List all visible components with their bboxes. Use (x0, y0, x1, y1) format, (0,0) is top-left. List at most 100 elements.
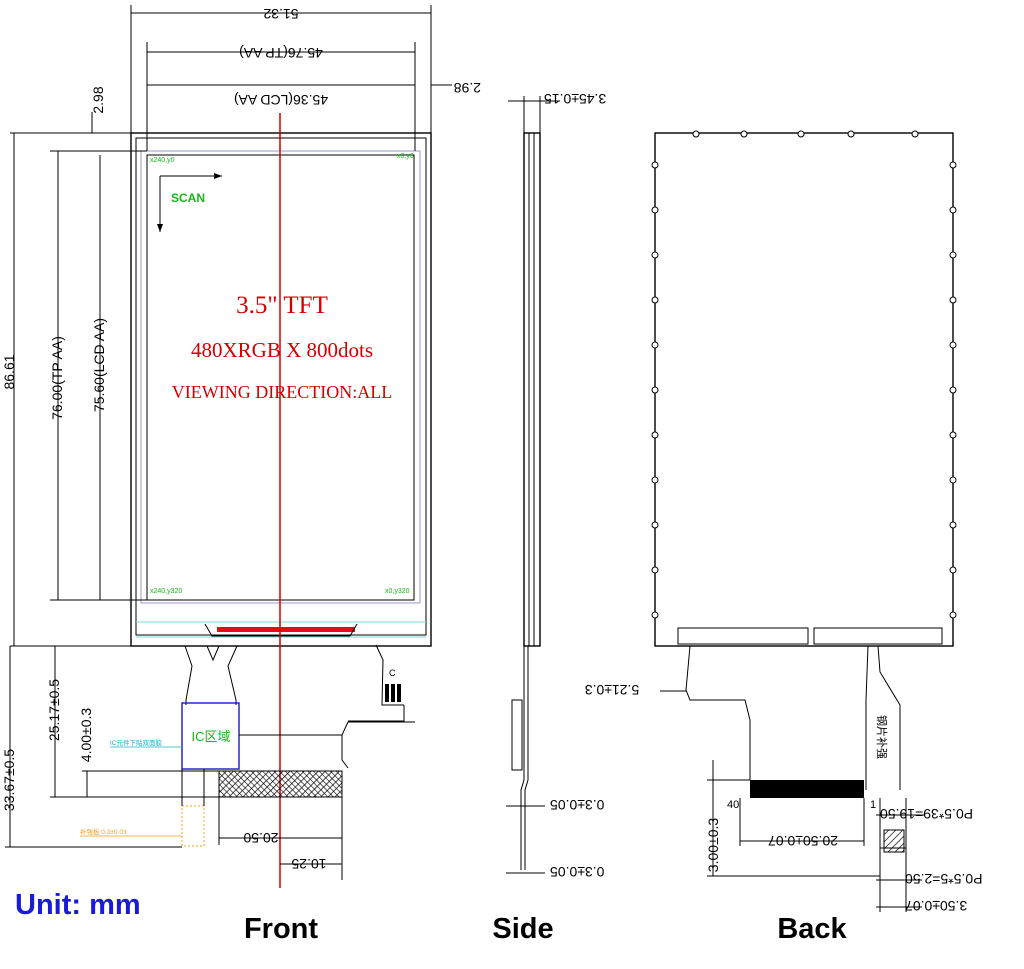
back-tab-mark (949, 296, 957, 304)
back-tab-mark (651, 611, 659, 619)
back-outline (654, 132, 954, 647)
fpc-neck-notch (206, 645, 220, 662)
back-tab-marks (651, 130, 957, 619)
corner-label-br: x0,y320 (385, 588, 410, 595)
dim-fpc-offset: 10.25 (291, 856, 326, 872)
back-tab-mark (949, 611, 957, 619)
front-outline (130, 132, 432, 647)
stiffener-box (181, 805, 205, 847)
back-connector-right (813, 627, 943, 645)
back-dim-tail-height: 3.00±0.3 (705, 818, 721, 873)
corner-label-tl: x240,y0 (150, 157, 175, 164)
front-label: Front (244, 913, 318, 945)
dim-tp-aa-width: 45.76(TP AA) (239, 45, 323, 61)
fpc-bond-outline (204, 623, 358, 637)
fpc-contact-3 (397, 684, 401, 702)
dim-overall-width: 51.32 (263, 6, 298, 22)
back-tab-mark (847, 130, 855, 138)
corner-label-tr: x0,y0 (397, 153, 414, 160)
fpc-body-top (239, 721, 415, 736)
side-ic (511, 699, 523, 771)
dim-lcd-aa-width: 45.36(LCD AA) (234, 92, 328, 108)
fpc-neck-left (184, 645, 193, 705)
side-fpc-inner (524, 646, 529, 870)
back-tab-mark (651, 476, 659, 484)
fpc-tail-bottom (348, 705, 405, 722)
side-view: 3.45±0.15 0.3±0.05 0.3±0.05 (506, 91, 606, 880)
back-tab-mark (949, 431, 957, 439)
side-label: Side (492, 913, 553, 945)
back-tab-mark (651, 386, 659, 394)
back-tab-mark (949, 386, 957, 394)
fpc-tail-right (375, 644, 404, 706)
back-tab-mark (651, 521, 659, 529)
ic-area-label: IC区域 (191, 729, 230, 744)
resolution-text: 480XRGB X 800dots (191, 338, 373, 362)
display-size-text: 3.5" TFT (236, 292, 328, 319)
back-tab-mark (651, 251, 659, 259)
back-fpc-right (877, 645, 901, 790)
scan-arrow-h-head (214, 173, 222, 179)
fpc-contact-2 (391, 684, 395, 702)
back-tab-mark (949, 476, 957, 484)
corner-label-bl: x240,y320 (150, 588, 182, 595)
back-tab-mark (740, 130, 748, 138)
back-tab-mark (949, 161, 957, 169)
back-tab-mark (651, 566, 659, 574)
back-tab-mark (911, 130, 919, 138)
dim-tp-aa-height: 76.00(TP AA) (49, 336, 65, 420)
side-dim-fpc-2: 0.3±0.05 (550, 864, 605, 880)
fpc-contact-1 (385, 684, 389, 702)
dim-fpc-total: 33.67±0.5 (1, 749, 17, 811)
dim-top-margin: 2.98 (90, 86, 106, 113)
dim-fpc-ic: 4.00±0.3 (78, 708, 94, 763)
fpc-gold-fingers-cross (219, 771, 342, 797)
back-tab-mark (692, 130, 700, 138)
back-tab-mark (651, 296, 659, 304)
back-label: Back (777, 913, 847, 945)
back-connector-left (677, 627, 809, 645)
front-view: x240,y0 x0,y0 x240,y320 x0,y320 SCAN 3.5… (1, 5, 481, 888)
side-fpc-outer (520, 646, 525, 870)
fpc-letters: C (389, 668, 396, 678)
back-dim-width: 20.50±0.07 (768, 833, 838, 849)
back-view: 钢片补强 40 1 5.21±0.3 20.50±0.07 P0.5*39=19… (585, 130, 983, 914)
side-dim-thickness: 3.45±0.15 (544, 91, 606, 107)
dim-lcd-aa-height: 75.60(LCD AA) (91, 318, 107, 412)
unit-label: Unit: mm (15, 889, 141, 921)
ic-area-box (181, 702, 240, 770)
back-fpc-mid (865, 645, 869, 790)
back-dim-fpc-offset: 5.21±0.3 (585, 682, 640, 698)
back-dim-width-small: 3.50±0.07 (905, 898, 967, 914)
side-dim-fpc-1: 0.3±0.05 (550, 797, 605, 813)
fpc-stiffener-neck (181, 769, 205, 806)
back-tab-mark (651, 341, 659, 349)
fpc-neck-right (227, 645, 238, 705)
dim-overall-height: 86.61 (1, 354, 17, 389)
back-fpc-left (685, 645, 751, 780)
back-dim-pitch-main: P0.5*39=19.50 (880, 806, 973, 822)
dim-fpc-width: 20.50 (243, 830, 278, 846)
back-tab-mark (949, 341, 957, 349)
back-tab-mark (651, 161, 659, 169)
back-tab-mark (949, 251, 957, 259)
back-tab-mark (797, 130, 805, 138)
back-dim-pitch-small: P0.5*5=2.50 (905, 871, 983, 887)
dim-right-margin: 2.98 (454, 80, 481, 96)
fpc-bond-strip (217, 627, 355, 632)
back-small-tail (879, 798, 907, 849)
back-tab-mark (949, 206, 957, 214)
back-gold-fingers (750, 780, 864, 798)
back-small-contacts (883, 829, 905, 853)
scan-label: SCAN (171, 191, 205, 205)
stiffener-note: 补强板 0.3±0.03 (80, 827, 127, 836)
back-tab-mark (651, 431, 659, 439)
dim-fpc-mid: 25.17±0.5 (46, 679, 62, 741)
back-tab-mark (949, 521, 957, 529)
back-pin-1: 1 (870, 799, 876, 811)
back-pin-40: 40 (727, 799, 739, 811)
back-tab-mark (949, 566, 957, 574)
fpc-body-right (341, 735, 349, 769)
scan-arrow-v-head (157, 224, 163, 232)
